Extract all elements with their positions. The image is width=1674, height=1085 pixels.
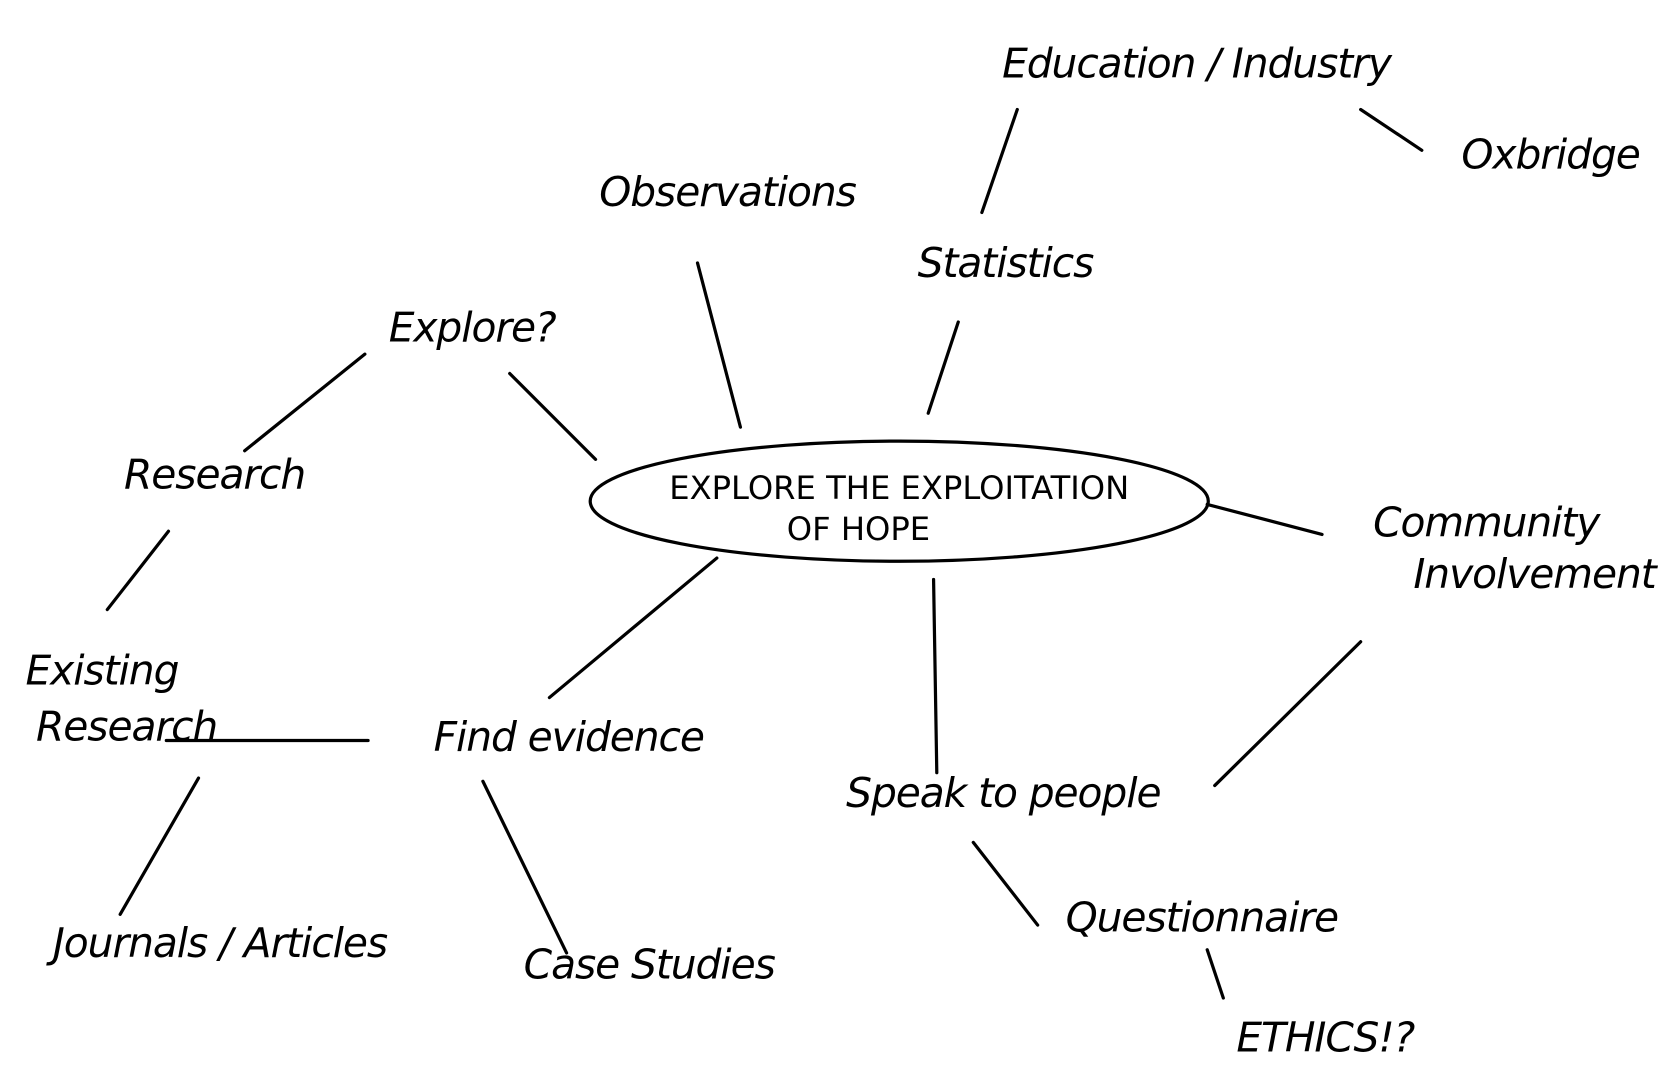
central-topic-line1: EXPLORE THE EXPLOITATION — [669, 469, 1129, 507]
node-questionnaire: Questionnaire — [1066, 893, 1338, 941]
node-statistics: Statistics — [918, 239, 1094, 287]
connector — [1205, 502, 1324, 537]
connector — [243, 352, 367, 453]
connector — [931, 577, 939, 775]
connector — [1205, 948, 1225, 1000]
node-journals-articles: Journals / Articles — [46, 919, 388, 967]
node-existing-research-line1: Existing — [25, 647, 178, 695]
connectors — [105, 107, 1424, 1000]
connector — [1213, 640, 1363, 788]
connector — [971, 840, 1040, 927]
node-find-evidence: Find evidence — [434, 713, 704, 761]
node-community-line2: Involvement — [1413, 550, 1658, 598]
node-observations: Observations — [599, 168, 856, 216]
connector — [508, 371, 598, 461]
node-oxbridge: Oxbridge — [1461, 131, 1639, 179]
node-case-studies: Case Studies — [524, 941, 776, 989]
connector — [547, 556, 719, 700]
connector — [926, 320, 960, 415]
connector — [980, 107, 1019, 215]
node-community-line1: Community — [1373, 499, 1601, 547]
connector — [105, 529, 171, 612]
connector — [118, 776, 201, 916]
node-research: Research — [124, 450, 305, 498]
central-topic-ellipse — [588, 439, 1210, 563]
connector — [481, 779, 569, 955]
node-education-industry: Education / Industry — [1002, 39, 1393, 87]
node-speak-to-people: Speak to people — [846, 769, 1160, 817]
connector — [1359, 107, 1424, 152]
node-explore: Explore? — [389, 303, 556, 351]
node-ethics: ETHICS!? — [1236, 1014, 1414, 1062]
connector — [695, 261, 743, 429]
central-topic-line2: OF HOPE — [787, 510, 930, 548]
node-existing-research-line2: Research — [36, 702, 217, 750]
